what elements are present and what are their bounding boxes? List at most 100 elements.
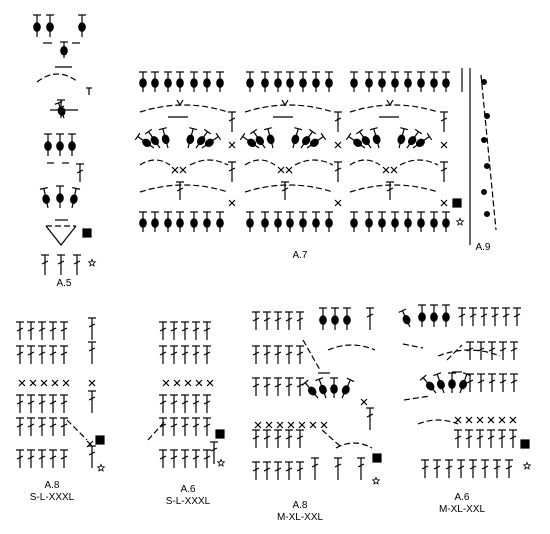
treble-slash (274, 317, 282, 322)
chain-arc (335, 442, 373, 449)
single-crochet (509, 416, 517, 424)
treble-slash (488, 379, 496, 384)
bobble-stitch (417, 78, 425, 88)
chain-dash (321, 429, 341, 447)
square-symbol (452, 198, 462, 208)
treble-slash (252, 383, 260, 388)
treble-slash (210, 447, 218, 452)
label-a8-mx: A.8 (292, 500, 307, 511)
treble-slash (499, 347, 507, 352)
bobble-stitch (309, 138, 319, 147)
bobble-bar (215, 132, 222, 141)
treble-slash (263, 383, 271, 388)
treble-slash (192, 423, 200, 428)
treble-slash (159, 327, 167, 332)
bobble-stitch (353, 138, 363, 147)
bobble-stitch (331, 315, 339, 325)
bobble-stitch (330, 384, 338, 394)
treble-slash (477, 347, 485, 352)
single-crochet (265, 421, 273, 429)
treble-slash (49, 351, 57, 356)
star-symbol (455, 217, 465, 226)
single-crochet (440, 199, 448, 207)
single-crochet (206, 379, 214, 387)
bobble-bar (158, 127, 167, 131)
bobble-stitch (216, 78, 224, 88)
treble-slash (487, 435, 495, 440)
chain-arc (244, 184, 334, 193)
label-a6-sl-size: S-L-XXXL (166, 496, 211, 507)
treble-slash (263, 435, 271, 440)
treble-slash (38, 351, 46, 356)
bobble-stitch (436, 379, 445, 390)
treble-slash (170, 455, 178, 460)
treble-slash (274, 435, 282, 440)
treble-slash (477, 379, 485, 384)
treble-slash (88, 451, 96, 456)
bobble-stitch (164, 218, 172, 228)
treble-slash (334, 117, 342, 122)
star-symbol (87, 258, 97, 267)
dot-stitch (481, 137, 488, 144)
bobble-stitch (161, 134, 170, 145)
bobble-stitch (430, 312, 438, 322)
bobble-stitch (404, 78, 412, 88)
treble-slash (469, 313, 477, 318)
treble-slash (296, 467, 304, 472)
bobble-bar (398, 308, 407, 313)
bobble-bar (189, 127, 198, 131)
bobble-stitch (372, 134, 381, 145)
bobble-bar (294, 127, 303, 131)
bobble-stitch (302, 136, 311, 146)
treble-slash (513, 313, 521, 318)
treble-slash (73, 260, 81, 265)
bobble-stitch (361, 136, 370, 146)
single-crochet (440, 141, 448, 149)
bobble-stitch (176, 218, 184, 228)
treble-slash (203, 455, 211, 460)
treble-slash (228, 167, 236, 172)
treble-slash (181, 423, 189, 428)
treble-slash (366, 413, 374, 418)
treble-slash (60, 423, 68, 428)
bobble-stitch (197, 136, 206, 146)
treble-slash (488, 347, 496, 352)
treble-slash (60, 455, 68, 460)
treble-slash (27, 423, 35, 428)
treble-slash (181, 327, 189, 332)
bobble-stitch (391, 78, 399, 88)
bobble-stitch (319, 315, 327, 325)
single-crochet (276, 421, 284, 429)
bobble-stitch (350, 78, 358, 88)
treble-slash (509, 435, 517, 440)
single-crochet (51, 379, 59, 387)
bobble-stitch (299, 78, 307, 88)
bobble-bar (369, 127, 378, 131)
treble-slash (466, 347, 474, 352)
treble-slash (334, 167, 342, 172)
treble-slash (49, 423, 57, 428)
treble-slash (181, 400, 189, 405)
bobble-bar (239, 132, 246, 141)
bobble-bar (72, 187, 81, 190)
square-symbol (520, 439, 530, 449)
bobble-stitch (365, 78, 373, 88)
label-a7: A.7 (292, 250, 307, 261)
bobble-bar (203, 128, 212, 135)
single-crochet (62, 379, 70, 387)
bobble-stitch (261, 218, 269, 228)
treble-slash (454, 435, 462, 440)
bobble-bar (320, 132, 327, 141)
bobble-stitch (448, 379, 456, 389)
single-crochet (334, 199, 342, 207)
treble-slash (285, 383, 293, 388)
bobble-stitch (190, 218, 198, 228)
square-symbol (82, 228, 92, 238)
bobble-stitch (442, 218, 450, 228)
single-crochet (498, 416, 506, 424)
treble-slash (274, 351, 282, 356)
bobble-stitch (312, 78, 320, 88)
star-symbol (216, 458, 226, 467)
treble-slash (421, 465, 429, 470)
